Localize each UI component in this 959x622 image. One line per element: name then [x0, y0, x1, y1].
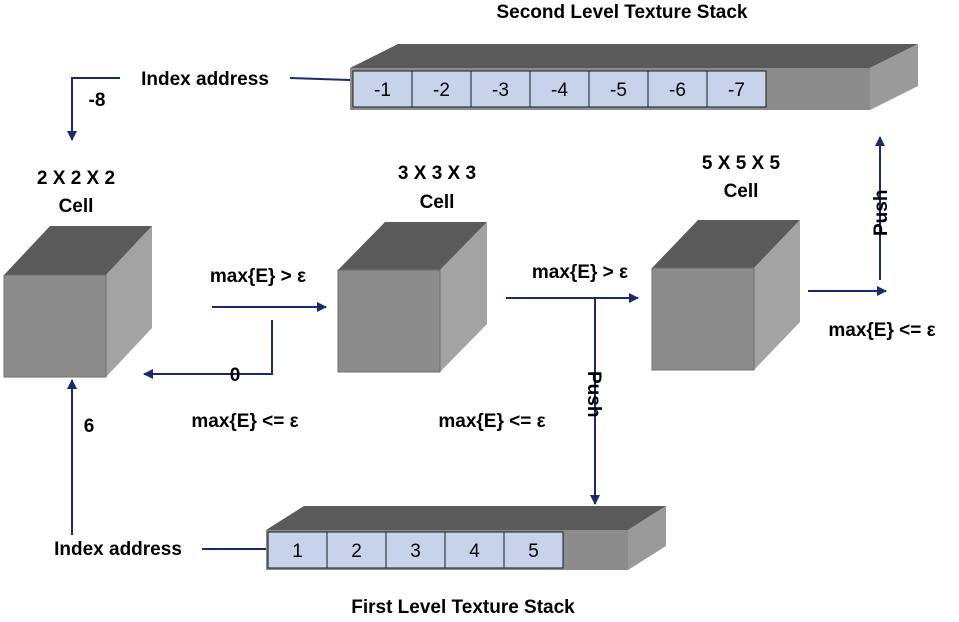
- second-stack-slot-label-1: -1: [374, 80, 391, 101]
- cell-5-top: [652, 220, 800, 268]
- second-stack-slot-label-3: -3: [492, 80, 509, 101]
- arrow-cell3-back-to-cell2: [143, 320, 273, 379]
- cell-2-top: [4, 226, 152, 275]
- cell-2-label-size: 2 X 2 X 2: [37, 168, 115, 189]
- second-stack-slot-label-4: -4: [551, 80, 568, 101]
- cond-push-first: max{E} <= ε: [438, 411, 545, 432]
- first-stack-slots: 1 2 3 4 5: [267, 531, 564, 569]
- second-stack-slots: -1 -2 -3 -4 -5 -6 -7: [352, 70, 767, 108]
- back-value: 0: [230, 365, 241, 386]
- second-stack-slot-label-7: -7: [728, 80, 745, 101]
- first-stack-slot-label-5: 5: [528, 541, 539, 562]
- first-stack-slot-label-2: 2: [351, 541, 362, 562]
- second-stack-slot-2: [411, 70, 472, 108]
- cell-5-cube: [651, 220, 800, 371]
- first-stack-slot-1: [267, 531, 328, 569]
- second-stack-slot-3: [470, 70, 531, 108]
- second-stack-slot-label-5: -5: [610, 80, 627, 101]
- first-stack-slot-3: [385, 531, 446, 569]
- first-stack-title: First Level Texture Stack: [351, 597, 575, 617]
- cell-3-front: [337, 269, 441, 373]
- cell-3-label-word: Cell: [420, 192, 455, 213]
- second-stack-slot-label-6: -6: [669, 80, 686, 101]
- cell-2-label-word: Cell: [59, 196, 94, 217]
- first-stack-top: [266, 506, 666, 530]
- first-stack-slot-label-4: 4: [469, 541, 480, 562]
- second-level-stack: -1 -2 -3 -4 -5 -6 -7: [350, 44, 918, 110]
- cell-3-side: [440, 222, 487, 372]
- first-stack-side: [628, 506, 666, 570]
- second-stack-slot-6: [647, 70, 708, 108]
- second-stack-side: [870, 44, 918, 110]
- second-index-arrow: [67, 77, 120, 141]
- cell-3-label-size: 3 X 3 X 3: [398, 163, 476, 184]
- cond-cell3-to-cell5: max{E} > ε: [532, 262, 628, 283]
- cell-2-front: [3, 274, 107, 378]
- second-index-connector: [289, 77, 351, 81]
- cell-3-top: [338, 222, 487, 270]
- cond-cell5-out: max{E} <= ε: [828, 320, 935, 341]
- second-stack-slot-1: [352, 70, 413, 108]
- second-index-value: -8: [89, 90, 106, 111]
- cell-5-front: [651, 267, 755, 371]
- first-index-address-label: Index address: [54, 539, 182, 560]
- first-index-value: 6: [84, 416, 95, 437]
- second-stack-slot-4: [529, 70, 590, 108]
- first-stack-slot-label-3: 3: [410, 541, 421, 562]
- cell-3-cube: [337, 222, 487, 373]
- cond-cell2-to-cell3: max{E} > ε: [210, 266, 306, 287]
- cell-5-label-size: 5 X 5 X 5: [702, 153, 781, 174]
- second-stack-slot-7: [706, 70, 767, 108]
- push-label-second: Push: [871, 190, 892, 236]
- cell-5-side: [754, 220, 800, 370]
- first-stack-slot-2: [326, 531, 387, 569]
- cond-cell3-back: max{E} <= ε: [191, 411, 298, 432]
- cell-2-side: [106, 226, 152, 377]
- second-stack-top: [350, 44, 918, 68]
- first-level-stack: 1 2 3 4 5: [266, 506, 666, 570]
- first-stack-slot-5: [503, 531, 564, 569]
- push-label-first: Push: [583, 371, 604, 417]
- cell-5-label-word: Cell: [724, 181, 759, 202]
- second-stack-title: Second Level Texture Stack: [497, 2, 748, 23]
- cell-2-cube: [3, 226, 152, 378]
- first-stack-slot-label-1: 1: [292, 541, 303, 562]
- second-index-address-label: Index address: [141, 69, 269, 90]
- first-stack-slot-4: [444, 531, 505, 569]
- second-stack-slot-label-2: -2: [433, 80, 450, 101]
